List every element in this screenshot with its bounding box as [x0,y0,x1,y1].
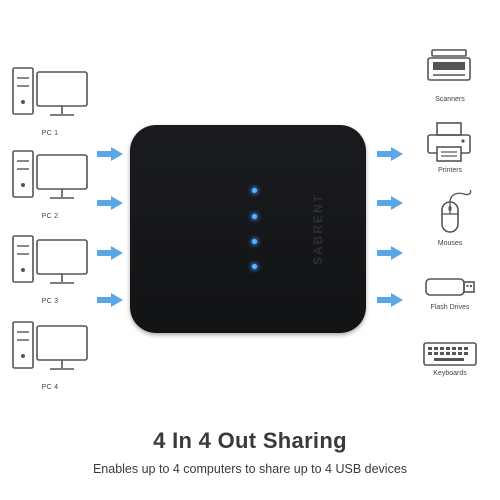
device-mouse: Mouses [405,190,495,260]
arrow-right-icon [97,293,123,307]
printer-icon [427,122,471,162]
pc-1: PC 1 [8,64,92,142]
arrow-right-icon [377,246,403,260]
device-scanner: Scanners [405,48,495,118]
device-label: Mouses [437,240,463,247]
pc-4: PC 4 [8,318,92,396]
pc-label: PC 4 [41,384,59,391]
status-led [252,239,257,244]
arrow-right-icon [97,246,123,260]
device-label: Flash Drives [430,304,470,311]
pc-2: PC 2 [8,147,92,225]
status-led [252,214,257,219]
desktop-computer-icon [12,235,88,284]
arrow-right-icon [377,147,403,161]
brand-logo: SABRENT [311,192,325,266]
headline: 4 In 4 Out Sharing [153,428,347,453]
mouse-icon [441,190,472,233]
pc-label: PC 2 [41,213,59,220]
subline: Enables up to 4 computers to share up to… [92,462,408,476]
device-printer: Printers [405,121,495,191]
status-led [252,188,257,193]
flash-drive-icon [425,278,475,296]
desktop-computer-icon [12,321,88,370]
device-keyboard: Keyboards [405,340,495,410]
arrow-right-icon [97,196,123,210]
status-led [252,264,257,269]
device-label: Printers [437,167,463,174]
usb-sharing-hub: SABRENT [130,125,366,333]
scanner-icon [427,49,471,81]
desktop-computer-icon [12,67,88,116]
device-label: Scanners [435,96,465,103]
arrow-right-icon [97,147,123,161]
arrow-right-icon [377,196,403,210]
pc-label: PC 1 [41,130,59,137]
keyboard-icon [423,342,477,366]
desktop-computer-icon [12,150,88,199]
device-label: Keyboards [433,370,467,377]
device-flash-drive: Flash Drives [405,273,495,343]
pc-3: PC 3 [8,232,92,310]
arrow-right-icon [377,293,403,307]
pc-label: PC 3 [41,298,59,305]
